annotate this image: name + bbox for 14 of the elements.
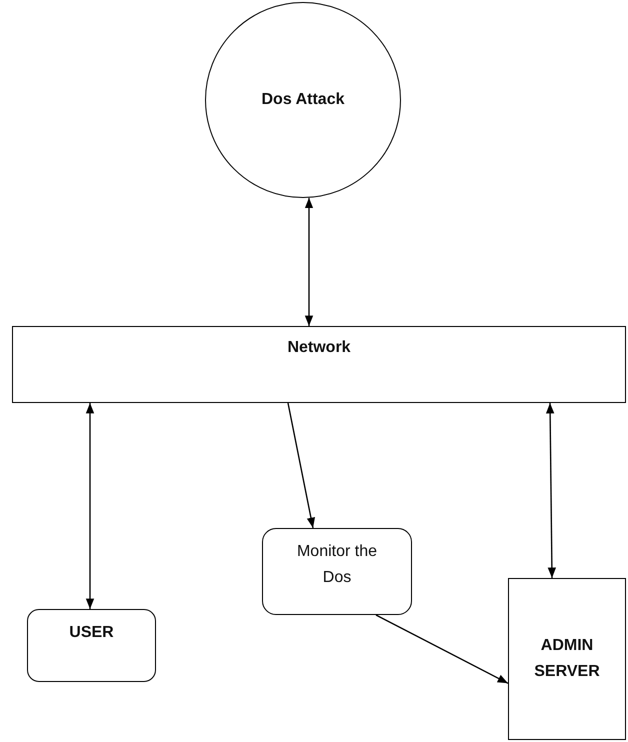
node-label: USER xyxy=(68,623,115,643)
process-box xyxy=(27,609,156,682)
node-label: Monitor the Dos xyxy=(296,542,378,588)
server-box xyxy=(508,578,626,740)
network-box xyxy=(12,326,626,403)
node-label: Dos Attack xyxy=(260,90,346,110)
node-label: Network xyxy=(286,338,352,358)
arrow xyxy=(376,614,508,684)
arrow xyxy=(287,402,316,528)
arrow xyxy=(546,403,556,578)
process-box xyxy=(262,528,412,615)
arrow xyxy=(86,403,94,609)
node-label: ADMIN SERVER xyxy=(533,636,601,682)
arrow xyxy=(304,198,314,326)
